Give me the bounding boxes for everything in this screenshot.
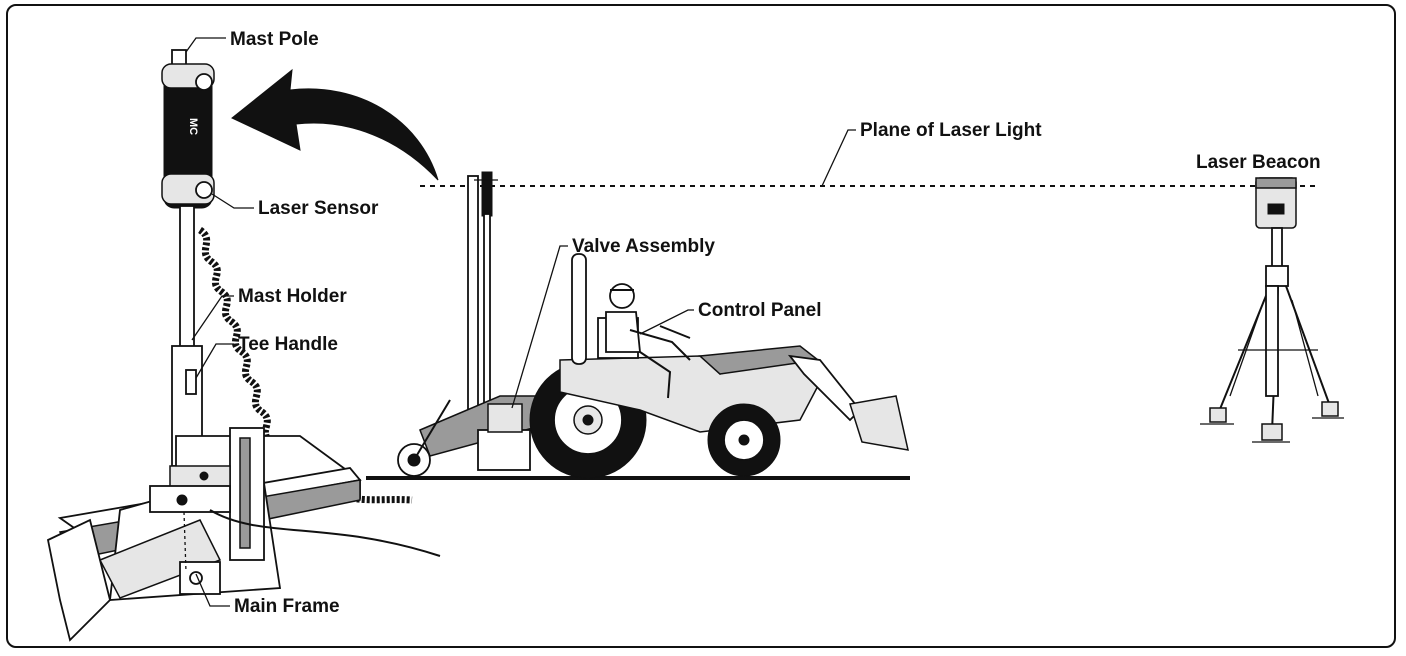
valve-assembly — [487, 403, 523, 433]
tee-handle — [185, 369, 197, 395]
tractor-sensor — [481, 171, 493, 217]
steering-wheel — [659, 325, 691, 339]
label-plane-of-laser-light: Plane of Laser Light — [860, 120, 1042, 141]
label-tee-handle: Tee Handle — [238, 334, 338, 355]
label-laser-sensor: Laser Sensor — [258, 198, 379, 219]
mast-assembly: MC — [46, 49, 441, 642]
coiled-cable — [197, 227, 413, 504]
implement-box — [477, 429, 531, 471]
mast-pole — [179, 205, 195, 351]
laser-sensor: MC — [161, 63, 215, 209]
hydraulic-hose — [209, 509, 441, 557]
label-mast-holder: Mast Holder — [238, 286, 347, 307]
tractor — [366, 171, 910, 480]
operator — [605, 283, 691, 399]
curved-arrow-icon — [231, 68, 439, 181]
loader-bucket — [849, 395, 909, 451]
left-leaders — [185, 37, 254, 607]
tractor-mast — [467, 175, 479, 417]
label-valve-assembly: Valve Assembly — [572, 236, 715, 257]
valve-block — [149, 465, 231, 573]
front-tire — [707, 403, 781, 477]
rops — [571, 253, 587, 365]
label-mast-pole: Mast Pole — [230, 29, 319, 50]
label-control-panel: Control Panel — [698, 300, 822, 321]
label-main-frame: Main Frame — [234, 596, 340, 617]
center-leaders — [511, 129, 856, 409]
laser-beacon — [1255, 177, 1297, 269]
tripod — [1200, 265, 1344, 443]
sensor-mark: MC — [187, 118, 199, 135]
label-laser-beacon: Laser Beacon — [1196, 152, 1321, 173]
